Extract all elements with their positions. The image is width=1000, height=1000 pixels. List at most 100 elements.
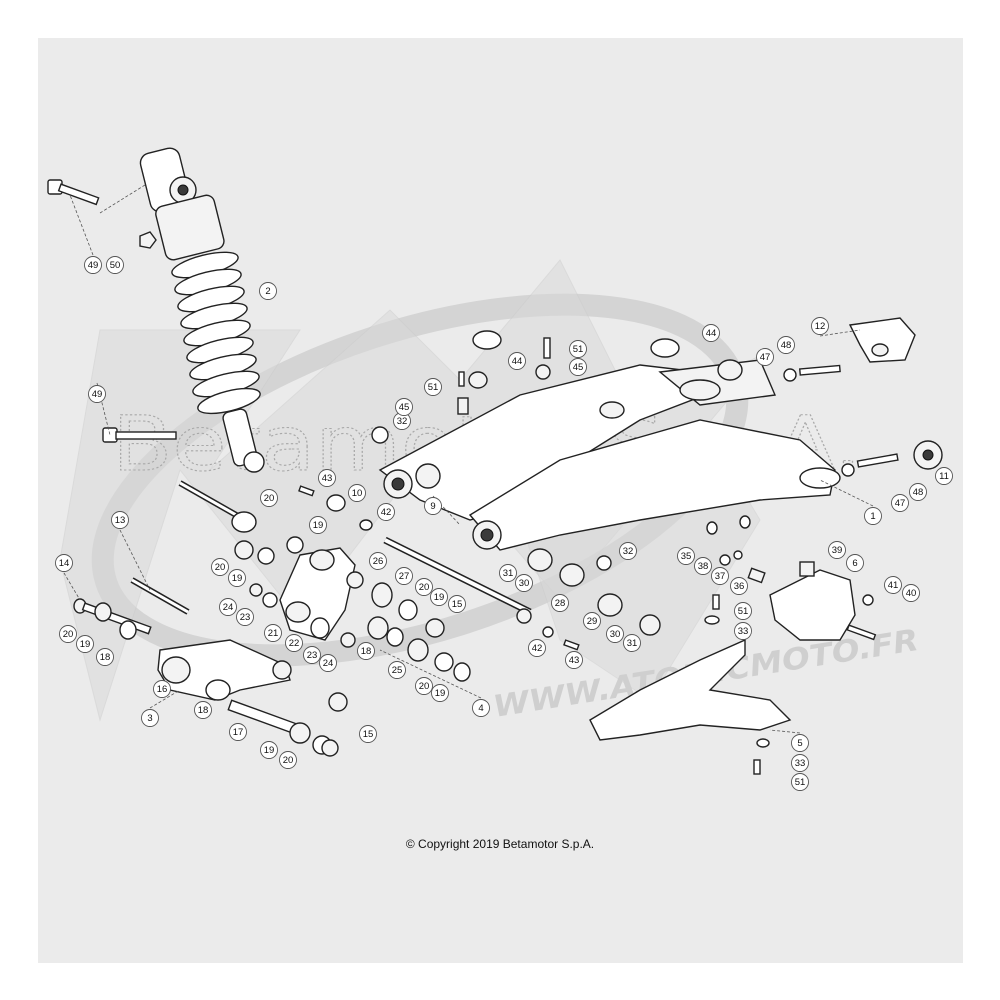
callout-number: 6 (852, 558, 857, 569)
part-callout-48: 48 (909, 483, 927, 501)
callout-number: 28 (555, 598, 566, 609)
callout-number: 25 (392, 665, 403, 676)
chain-adjusters (783, 317, 943, 477)
part-callout-20: 20 (211, 558, 229, 576)
part-callout-5: 5 (791, 734, 809, 752)
callout-number: 29 (587, 616, 598, 627)
part-callout-44: 44 (702, 324, 720, 342)
part-callout-4: 4 (472, 699, 490, 717)
part-callout-12: 12 (811, 317, 829, 335)
callout-circle (319, 654, 337, 672)
callout-circle (59, 625, 77, 643)
part-callout-20: 20 (415, 677, 433, 695)
callout-number: 19 (313, 520, 324, 531)
callout-number: 26 (373, 556, 384, 567)
callout-circle (377, 503, 395, 521)
callout-layer: 1234569101112131415151617181818191919191… (55, 256, 953, 791)
part-callout-32: 32 (393, 412, 411, 430)
callout-circle (702, 324, 720, 342)
callout-number: 24 (323, 658, 334, 669)
callout-number: 47 (760, 352, 771, 363)
chain-guide (769, 561, 877, 641)
part-callout-25: 25 (388, 661, 406, 679)
part-callout-19: 19 (309, 516, 327, 534)
callout-number: 50 (110, 260, 121, 271)
callout-circle (260, 489, 278, 507)
callout-circle (415, 677, 433, 695)
callout-circle (730, 577, 748, 595)
callout-circle (96, 648, 114, 666)
callout-circle (259, 282, 277, 300)
callout-circle (791, 754, 809, 772)
callout-number: 20 (264, 493, 275, 504)
callout-circle (424, 378, 442, 396)
part-callout-38: 38 (694, 557, 712, 575)
callout-circle (229, 723, 247, 741)
shock-lower-bolt (102, 427, 177, 443)
callout-circle (583, 612, 601, 630)
callout-circle (303, 646, 321, 664)
callout-circle (515, 574, 533, 592)
callout-number: 42 (532, 643, 543, 654)
part-callout-30: 30 (515, 574, 533, 592)
part-callout-19: 19 (260, 741, 278, 759)
part-callout-1: 1 (864, 507, 882, 525)
callout-number: 51 (738, 606, 749, 617)
callout-circle (565, 651, 583, 669)
callout-circle (84, 256, 102, 274)
swingarm (378, 359, 841, 551)
part-callout-9: 9 (424, 497, 442, 515)
callout-number: 14 (59, 558, 70, 569)
callout-circle (499, 564, 517, 582)
part-callout-28: 28 (551, 594, 569, 612)
part-callout-48: 48 (777, 336, 795, 354)
part-callout-19: 19 (76, 635, 94, 653)
part-callout-22: 22 (285, 634, 303, 652)
part-callout-43: 43 (318, 469, 336, 487)
part-callout-10: 10 (348, 484, 366, 502)
callout-number: 30 (519, 578, 530, 589)
part-callout-31: 31 (623, 634, 641, 652)
callout-number: 11 (939, 471, 949, 482)
callout-circle (141, 709, 159, 727)
part-callout-49: 49 (88, 385, 106, 403)
callout-circle (677, 547, 695, 565)
callout-circle (395, 567, 413, 585)
callout-circle (811, 317, 829, 335)
part-callout-42: 42 (528, 639, 546, 657)
callout-number: 47 (895, 498, 906, 509)
callout-number: 9 (430, 501, 435, 512)
part-callout-37: 37 (711, 567, 729, 585)
callout-circle (430, 588, 448, 606)
part-callout-41: 41 (884, 576, 902, 594)
part-callout-13: 13 (111, 511, 129, 529)
callout-circle (711, 567, 729, 585)
callout-number: 20 (419, 681, 430, 692)
callout-circle (828, 541, 846, 559)
callout-circle (357, 642, 375, 660)
callout-number: 33 (795, 758, 806, 769)
chain-slider (589, 638, 792, 775)
callout-number: 22 (289, 638, 300, 649)
callout-number: 19 (264, 745, 275, 756)
part-callout-45: 45 (395, 398, 413, 416)
part-callout-33: 33 (791, 754, 809, 772)
callout-circle (264, 624, 282, 642)
callout-circle (606, 625, 624, 643)
callout-circle (569, 358, 587, 376)
linkage-dogbone (279, 547, 356, 641)
callout-number: 51 (795, 777, 806, 788)
callout-number: 41 (888, 580, 899, 591)
part-callout-42: 42 (377, 503, 395, 521)
callout-circle (76, 635, 94, 653)
callout-number: 45 (399, 402, 410, 413)
part-callout-20: 20 (59, 625, 77, 643)
callout-number: 39 (832, 545, 843, 556)
linkage-bushings (234, 536, 532, 682)
callout-number: 3 (147, 713, 152, 724)
callout-circle (734, 622, 752, 640)
callout-number: 32 (397, 416, 408, 427)
linkage-rocker (157, 639, 348, 757)
callout-circle (884, 576, 902, 594)
